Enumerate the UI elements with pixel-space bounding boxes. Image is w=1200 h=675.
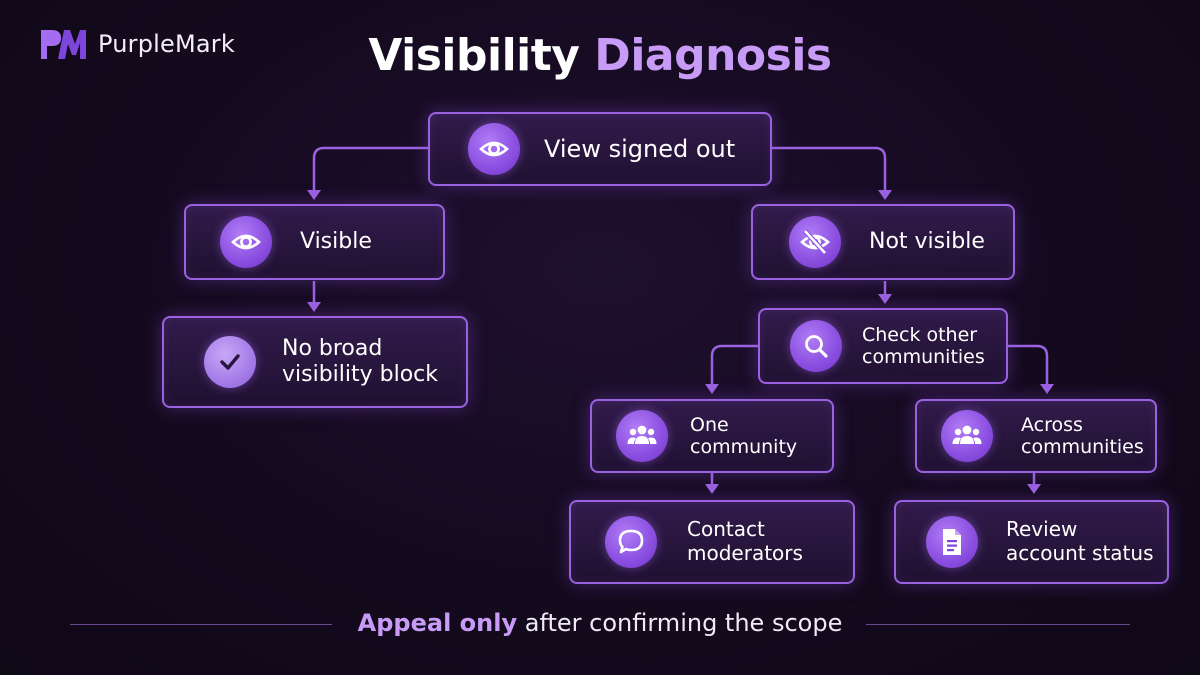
node-label-line-1: No broad — [282, 336, 383, 362]
node-label-line-2: account status — [1006, 541, 1154, 565]
node-label: One community — [690, 414, 797, 459]
footer-rule-right — [866, 624, 1130, 625]
node-label-line-1: Across — [1021, 413, 1083, 436]
node-view-signed-out: View signed out — [428, 112, 772, 186]
node-label: Across communities — [1021, 414, 1144, 459]
node-label-line-2: community — [690, 436, 798, 458]
eye-off-icon — [789, 216, 841, 268]
footer-rule-left — [70, 624, 332, 625]
chat-bubble-icon — [605, 516, 657, 568]
node-review-account-status: Review account status — [894, 500, 1169, 584]
node-label: Visible — [300, 229, 372, 255]
node-one-community: One community — [590, 399, 834, 473]
brand-name: PurpleMark — [98, 30, 235, 58]
node-label: Contact moderators — [687, 518, 803, 565]
footer-text: after confirming the scope — [524, 609, 843, 637]
node-not-visible: Not visible — [751, 204, 1015, 280]
node-label-line-1: Check other — [862, 323, 978, 346]
eye-icon — [220, 216, 272, 268]
connector-root-not-visible — [772, 146, 887, 192]
node-check-other-communities: Check other communities — [758, 308, 1008, 384]
check-icon — [204, 336, 256, 388]
title-part-1: Visibility — [368, 30, 580, 81]
node-visible: Visible — [184, 204, 445, 280]
node-label-line-2: communities — [1021, 436, 1144, 458]
footer-highlight: Appeal only — [357, 609, 518, 637]
eye-icon — [468, 123, 520, 175]
node-label: Review account status — [1006, 518, 1154, 565]
search-icon — [790, 320, 842, 372]
node-across-communities: Across communities — [915, 399, 1157, 473]
connector-check-one — [710, 344, 758, 386]
node-label: Check other communities — [862, 324, 985, 369]
node-label: Not visible — [869, 229, 985, 255]
node-label-line-1: Contact — [687, 517, 765, 542]
node-label-line-1: Review — [1006, 517, 1078, 542]
node-label-line-2: moderators — [687, 541, 803, 565]
title-part-2: Diagnosis — [594, 30, 832, 81]
node-contact-moderators: Contact moderators — [569, 500, 855, 584]
node-label-line-2: visibility block — [282, 362, 439, 387]
node-label: View signed out — [544, 134, 736, 163]
group-icon — [941, 410, 993, 462]
node-label-line-2: communities — [862, 346, 985, 368]
footer-note: Appeal only after confirming the scope — [0, 609, 1200, 637]
page-title: Visibility Diagnosis — [0, 30, 1200, 81]
node-label: No broad visibility block — [282, 336, 438, 388]
pm-monogram-icon — [41, 30, 86, 59]
connector-root-visible — [312, 146, 428, 192]
brand-logo: PurpleMark — [38, 26, 235, 62]
document-icon — [926, 516, 978, 568]
node-label-line-1: One — [690, 413, 729, 436]
group-icon — [616, 410, 668, 462]
node-no-broad-visibility-block: No broad visibility block — [162, 316, 468, 408]
connector-check-across — [1008, 344, 1049, 386]
